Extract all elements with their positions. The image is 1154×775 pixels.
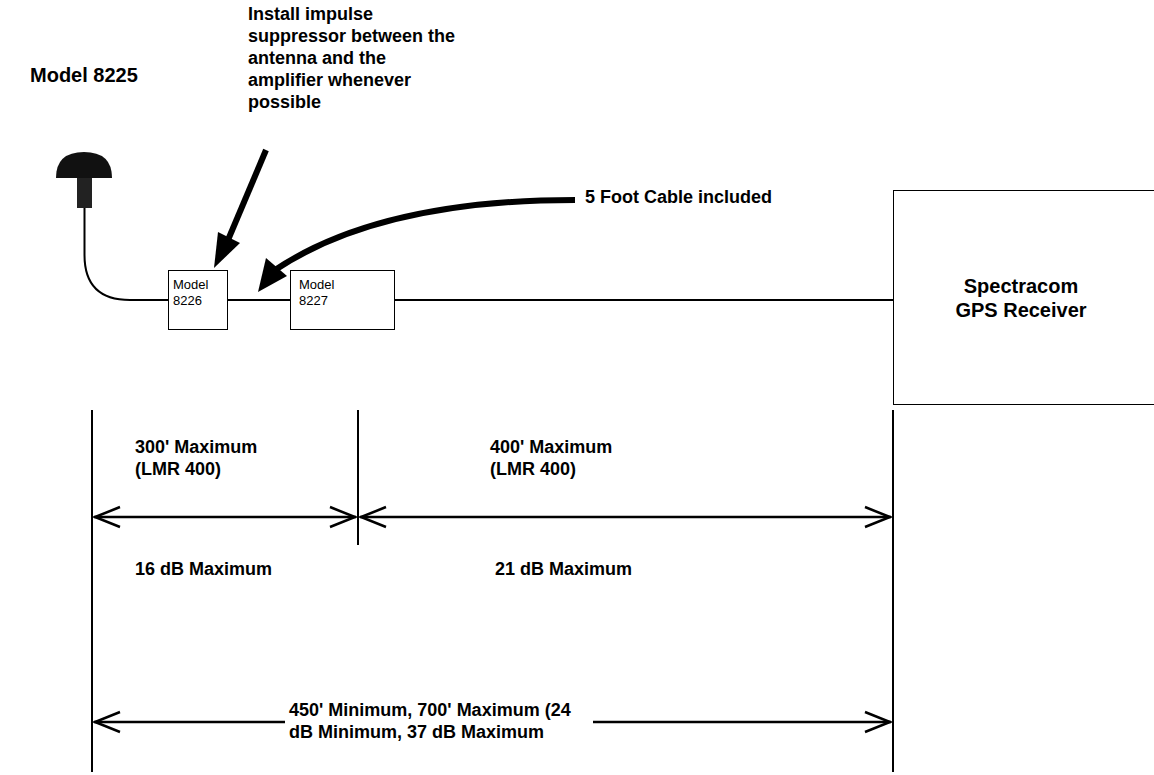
antenna-icon: [56, 152, 168, 300]
callout-arrow: [214, 150, 266, 268]
dimension-text: 16 dB Maximum: [135, 558, 335, 580]
suppressor-box: Model 8226: [168, 270, 228, 330]
model-label: Model 8225: [30, 63, 190, 87]
cable-line: [395, 299, 893, 301]
box-text: Model 8226: [173, 277, 223, 309]
dimension-text: 450' Minimum, 700' Maximum (24 dB Minimu…: [285, 699, 593, 743]
dimension-text: 300' Maximum (LMR 400): [135, 436, 285, 480]
extension-line: [92, 410, 893, 772]
dimension-text: 21 dB Maximum: [495, 558, 695, 580]
dimension-text: 400' Maximum (LMR 400): [490, 436, 640, 480]
note-text: Install impulse suppressor between the a…: [248, 3, 463, 113]
box-text: Model 8227: [299, 277, 349, 309]
amplifier-box: Model 8227: [290, 270, 395, 330]
box-text: Spectracom GPS Receiver: [951, 274, 1091, 322]
note-text: 5 Foot Cable included: [585, 186, 845, 208]
receiver-box: Spectracom GPS Receiver: [893, 190, 1154, 405]
cable-line: [228, 299, 290, 301]
